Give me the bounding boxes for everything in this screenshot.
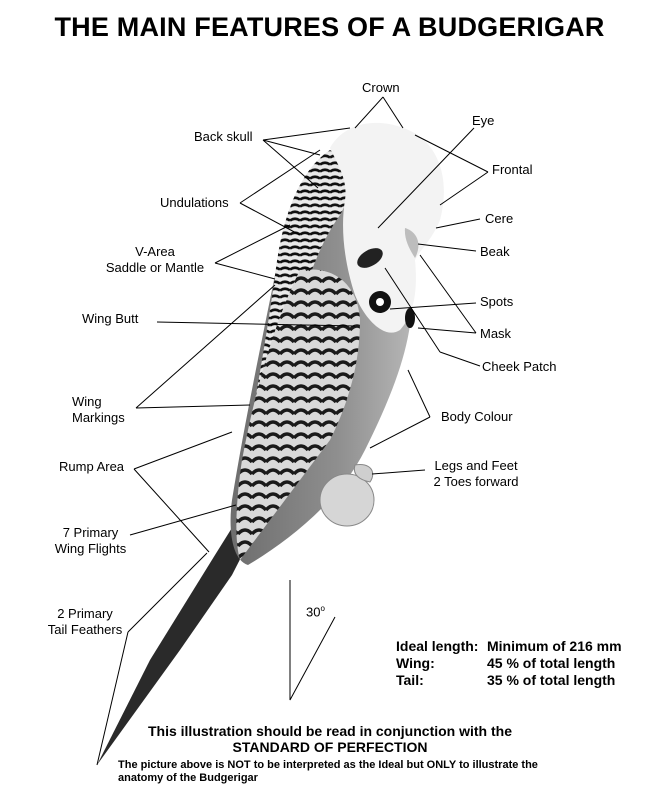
label-legs-feet: Legs and Feet 2 Toes forward	[426, 458, 526, 490]
head-mask	[330, 122, 444, 333]
label-back-skull: Back skull	[194, 129, 253, 144]
label-tail-feathers-line2: Tail Feathers	[47, 622, 123, 637]
tail-feathers	[97, 515, 255, 765]
label-eye: Eye	[472, 113, 495, 128]
label-wing-markings: Wing Markings	[72, 394, 125, 426]
spec-row-length: Ideal length: Minimum of 216 mm	[396, 638, 622, 655]
angle-value: 30	[306, 604, 321, 620]
page-title: THE MAIN FEATURES OF A BUDGERIGAR	[54, 12, 605, 42]
disclaimer: The picture above is NOT to be interpret…	[118, 759, 538, 785]
angle-degree-symbol: o	[320, 604, 325, 613]
wing	[236, 269, 360, 560]
label-spots: Spots	[480, 294, 514, 309]
label-wing-flights: 7 Primary Wing Flights	[48, 525, 133, 557]
label-wing-flights-line1: 7 Primary	[62, 525, 119, 540]
label-beak: Beak	[480, 244, 510, 259]
label-v-area-line2: Saddle or Mantle	[105, 260, 205, 275]
feet	[353, 463, 374, 483]
label-v-area: V-Area Saddle or Mantle	[100, 244, 210, 276]
label-v-area-line1: V-Area	[135, 244, 175, 259]
label-tail-feathers: 2 Primary Tail Feathers	[40, 606, 130, 638]
spec-row-tail: Tail: 35 % of total length	[396, 672, 622, 689]
standard-note-line2: STANDARD OF PERFECTION	[232, 739, 428, 755]
label-undulations: Undulations	[160, 195, 229, 210]
beak-shape	[404, 228, 419, 258]
standard-note: This illustration should be read in conj…	[0, 723, 659, 755]
spec-key: Tail:	[396, 672, 424, 688]
standard-note-line1: This illustration should be read in conj…	[147, 723, 512, 739]
label-angle: 30o	[306, 604, 325, 619]
disclaimer-line1: The picture above is NOT to be interpret…	[118, 759, 538, 771]
spec-key: Wing:	[396, 655, 435, 671]
leader-lines	[96, 96, 489, 766]
spec-value: 35 % of total length	[487, 672, 616, 688]
label-legs-feet-line1: Legs and Feet	[434, 458, 518, 473]
disclaimer-line2: anatomy of the Budgerigar	[118, 772, 258, 784]
throat-spot-2	[405, 308, 415, 328]
label-wing-markings-line1: Wing	[72, 394, 102, 409]
label-crown: Crown	[362, 80, 400, 95]
label-legs-feet-line2: 2 Toes forward	[433, 474, 519, 489]
label-frontal: Frontal	[492, 162, 533, 177]
spec-row-wing: Wing: 45 % of total length	[396, 655, 622, 672]
label-rump-area: Rump Area	[59, 459, 125, 474]
spec-value: 45 % of total length	[487, 655, 616, 671]
label-mask: Mask	[480, 326, 512, 341]
eye-mark	[357, 248, 383, 268]
spec-value: Minimum of 216 mm	[487, 638, 622, 654]
label-cheek-patch: Cheek Patch	[482, 359, 557, 374]
label-wing-flights-line2: Wing Flights	[54, 541, 127, 556]
label-tail-feathers-line1: 2 Primary	[57, 606, 113, 621]
label-wing-butt: Wing Butt	[82, 311, 139, 326]
perch	[319, 473, 375, 527]
label-body-colour: Body Colour	[441, 409, 513, 424]
label-cere: Cere	[485, 211, 514, 226]
specs-block: Ideal length: Minimum of 216 mm Wing: 45…	[396, 638, 622, 689]
spec-key: Ideal length:	[396, 638, 479, 654]
label-wing-markings-line2: Markings	[72, 410, 125, 425]
